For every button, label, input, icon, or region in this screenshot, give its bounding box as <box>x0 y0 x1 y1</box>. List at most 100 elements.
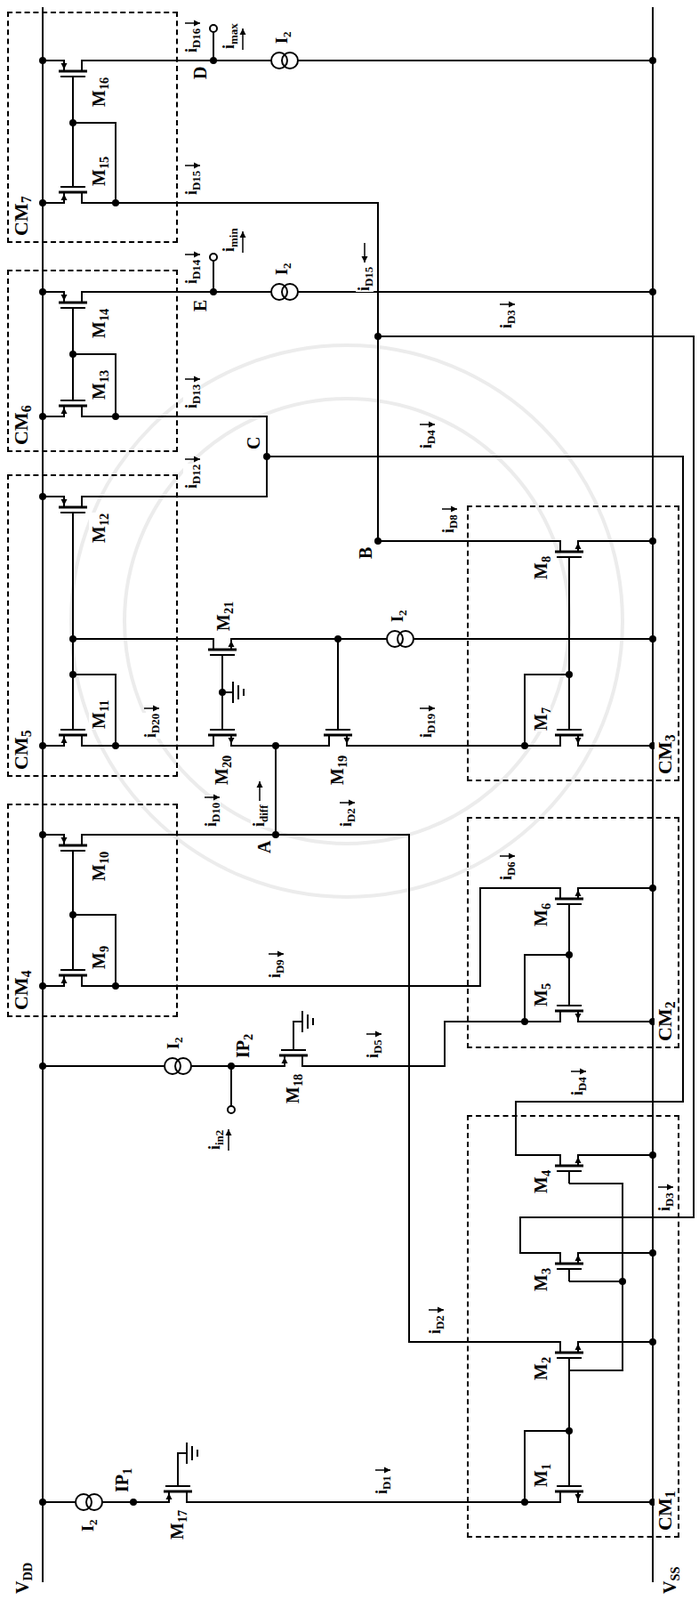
junction-dot <box>649 1150 657 1158</box>
mosfet-symbol <box>546 992 593 1021</box>
ground-bar <box>196 1448 199 1456</box>
ground-bar <box>306 1013 309 1029</box>
wire <box>592 1340 653 1342</box>
current-mirror-box: CM4 <box>7 803 178 1017</box>
junction-dot <box>272 830 280 838</box>
text-subscript: 20 <box>219 755 234 768</box>
text-main: E <box>190 299 210 312</box>
text-subscript: D9 <box>273 958 287 973</box>
mosfet-lead <box>546 1154 561 1165</box>
current-source-ring <box>397 630 414 647</box>
text-subscript: D20 <box>148 713 162 733</box>
text-main: CM <box>9 411 33 445</box>
current-label: iD3 <box>656 1190 675 1212</box>
text-main: CM <box>9 976 33 1010</box>
text-subscript: D3 <box>504 309 518 324</box>
text-main: i <box>182 403 201 409</box>
source-label: I2 <box>273 262 292 277</box>
wire <box>592 744 653 747</box>
mosfet-lead <box>176 1472 179 1486</box>
mosfet-lead <box>578 887 593 899</box>
text-subscript: 2 <box>241 1033 256 1040</box>
mosfet-channel <box>554 1261 584 1265</box>
mosfet-lead <box>49 834 65 845</box>
mosfet-lead <box>81 834 97 845</box>
text-main: IP <box>112 1473 132 1492</box>
wire <box>568 1369 571 1473</box>
mosfet-lead <box>81 974 97 986</box>
arrow-head <box>575 1156 582 1163</box>
text-subscript: D4 <box>424 429 438 444</box>
mosfet-symbol <box>546 716 593 746</box>
node-label: IP1 <box>112 1466 132 1493</box>
transistors <box>49 60 593 1502</box>
junction-dot <box>649 634 657 643</box>
text-main: I <box>164 1042 183 1049</box>
arrow-head <box>61 407 68 414</box>
mosfet-channel <box>208 648 237 651</box>
input-label: iin2 <box>206 1128 225 1150</box>
mosfet-symbol <box>314 716 362 746</box>
text-subscript: D2 <box>344 807 358 822</box>
terminal <box>209 253 217 261</box>
text-subscript: D2 <box>433 1314 447 1329</box>
junction-dot <box>39 981 47 989</box>
arrow-head <box>193 456 201 463</box>
text-main: CM <box>9 736 33 770</box>
junction-dot <box>263 452 271 460</box>
text-main: M <box>213 613 233 631</box>
mosfet-lead <box>81 291 97 303</box>
junction-dot <box>69 119 77 127</box>
mosfet-lead <box>81 60 97 72</box>
mosfet-lead <box>81 734 97 746</box>
mosfet-lead <box>49 405 65 417</box>
junction-dot <box>112 199 120 207</box>
node-label: IP2 <box>233 1032 253 1059</box>
mosfet-symbol <box>154 1472 201 1502</box>
current-label: iD16 <box>183 27 201 54</box>
mosfet-lead <box>546 1252 561 1263</box>
arrow-head <box>375 1030 382 1037</box>
text-main: M <box>530 1362 551 1380</box>
current-source-ring <box>86 1493 103 1510</box>
text-subscript: 2 <box>395 610 410 616</box>
arrow-head <box>61 736 68 743</box>
wire <box>316 1020 547 1066</box>
transistor-label: M17 <box>167 1508 187 1540</box>
wire <box>592 1500 653 1503</box>
ground-bar <box>191 1445 193 1460</box>
node-label: C <box>243 435 264 450</box>
mosfet-lead <box>568 992 571 1005</box>
text-subscript: 15 <box>96 156 112 169</box>
source-label: I2 <box>273 31 292 46</box>
mosfet-lead <box>81 496 97 507</box>
mosfet-lead <box>568 1357 571 1370</box>
transistor-label: M11 <box>88 699 109 731</box>
junction-dot <box>209 56 217 65</box>
ground-bar <box>242 688 245 696</box>
transistor-label: M6 <box>530 901 551 927</box>
current-label: iD15 <box>355 265 374 292</box>
text-subscript: 8 <box>538 555 554 563</box>
current-label: iD14 <box>183 258 201 285</box>
wire <box>72 637 200 640</box>
transistor-label: M15 <box>88 155 109 187</box>
mosfet-lead <box>49 974 65 986</box>
text-main: CM <box>653 740 676 774</box>
wire <box>275 834 547 1342</box>
mosfet-channel <box>58 733 88 737</box>
arrow-head <box>575 1012 582 1020</box>
mosfet-lead <box>154 1490 169 1502</box>
text-main: i <box>354 286 373 291</box>
mosfet-lead <box>578 734 593 746</box>
current-mirror-box: CM1 <box>466 1114 680 1537</box>
junction-dot <box>39 492 47 500</box>
text-main: i <box>372 1488 391 1494</box>
current-label: iD15 <box>183 169 201 196</box>
text-main: M <box>530 1175 551 1193</box>
text-subscript: D5 <box>370 1038 385 1053</box>
text-main: M <box>530 988 551 1006</box>
current-source-symbol <box>271 52 298 69</box>
ground-bar <box>185 1441 188 1463</box>
junction-dot <box>112 981 120 989</box>
